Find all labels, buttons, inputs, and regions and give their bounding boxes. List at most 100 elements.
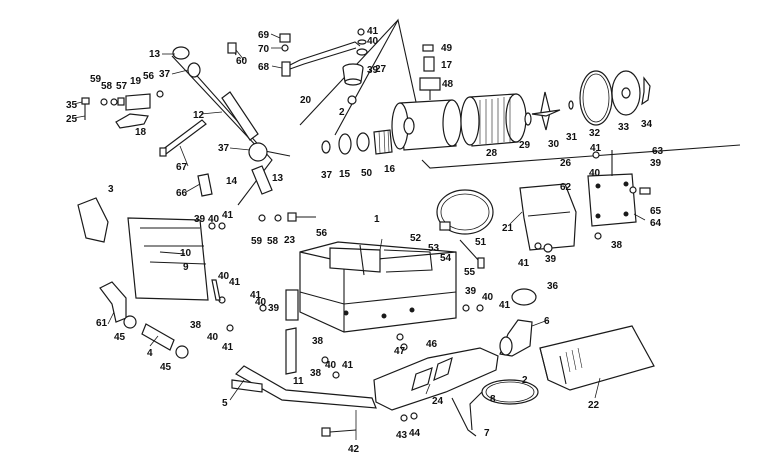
callout-22: 22 (588, 400, 600, 411)
callout-53: 53 (428, 243, 440, 254)
callout-45-second: 45 (160, 362, 172, 373)
callout-43: 43 (396, 430, 408, 441)
callout-31: 31 (566, 132, 578, 143)
callout-38-fourth: 38 (611, 240, 623, 251)
callout-38: 38 (312, 336, 324, 347)
callout-39-fourth: 39 (465, 286, 477, 297)
callout-55: 55 (464, 267, 476, 278)
bracket-18-parts (81, 90, 164, 129)
callout-39-sixth: 39 (650, 158, 662, 169)
callout-41-fifth: 41 (222, 342, 234, 353)
callout-50: 50 (361, 168, 373, 179)
callout-7: 7 (484, 428, 490, 439)
muffler-22 (539, 325, 655, 391)
callout-56: 56 (143, 71, 155, 82)
callout-21: 21 (502, 223, 514, 234)
filter-element-28 (460, 93, 527, 147)
callout-57: 57 (116, 81, 128, 92)
callout-40-eighth: 40 (589, 168, 601, 179)
callout-20: 20 (300, 95, 312, 106)
callout-11: 11 (293, 376, 304, 387)
callout-56-second: 56 (316, 228, 328, 239)
hose-clamp-51 (436, 189, 494, 235)
callout-51: 51 (475, 237, 487, 248)
callout-39-fifth: 39 (545, 254, 557, 265)
callout-39-third: 39 (268, 303, 280, 314)
rod-67 (161, 119, 207, 155)
callout-40-seventh: 40 (482, 292, 494, 303)
callout-41: 41 (367, 26, 379, 37)
callout-45: 45 (114, 332, 126, 343)
callout-68: 68 (258, 62, 270, 73)
callout-40-fourth: 40 (255, 297, 267, 308)
callout-39: 39 (367, 65, 379, 76)
callout-62: 62 (560, 182, 572, 193)
callout-40-sixth: 40 (325, 360, 337, 371)
callout-40-fifth: 40 (207, 332, 219, 343)
callout-18: 18 (135, 127, 147, 138)
callout-40-third: 40 (218, 271, 230, 282)
callout-2: 2 (339, 107, 345, 118)
callout-25: 25 (66, 114, 78, 125)
filler-cap-27 (342, 28, 368, 105)
callout-26: 26 (560, 158, 572, 169)
filter-cover-parts (524, 70, 651, 131)
air-filter-housing (391, 99, 462, 151)
callout-41-second: 41 (222, 210, 234, 221)
callout-41-third: 41 (229, 277, 241, 288)
callout-41-seventh: 41 (499, 300, 511, 311)
cover-3 (77, 197, 109, 243)
callout-9: 9 (183, 262, 189, 273)
callout-3: 3 (108, 184, 114, 195)
callout-67: 67 (176, 162, 188, 173)
callout-32: 32 (589, 128, 601, 139)
callout-41-fourth: 41 (250, 290, 262, 301)
callout-49: 49 (441, 43, 453, 54)
callout-64: 64 (650, 218, 662, 229)
callout-19: 19 (130, 76, 142, 87)
callout-38-third: 38 (190, 320, 202, 331)
callout-1: 1 (374, 214, 380, 225)
callout-58-second: 58 (267, 236, 279, 247)
callout-28: 28 (486, 148, 498, 159)
heater-bracket-9-10 (127, 217, 209, 301)
callout-34: 34 (641, 119, 653, 130)
callout-41-ninth: 41 (518, 258, 530, 269)
callout-59-second: 59 (251, 236, 263, 247)
heater-box-1 (285, 241, 457, 333)
callout-27: 27 (375, 64, 387, 75)
callout-52: 52 (410, 233, 422, 244)
pipe-parts-left (99, 279, 221, 359)
callout-58: 58 (101, 81, 113, 92)
callout-33: 33 (618, 122, 630, 133)
callout-14: 14 (226, 176, 238, 187)
callout-48: 48 (442, 79, 454, 90)
callout-29: 29 (519, 140, 531, 151)
bracket-11 (285, 327, 297, 375)
callout-47: 47 (394, 346, 406, 357)
callout-40: 40 (367, 36, 379, 47)
callout-13-second: 13 (272, 173, 284, 184)
callout-39-second: 39 (194, 214, 206, 225)
callout-70: 70 (258, 44, 270, 55)
callout-41-sixth: 41 (342, 360, 354, 371)
callout-63: 63 (652, 146, 664, 157)
callout-10: 10 (180, 248, 192, 259)
callout-16: 16 (384, 164, 396, 175)
callout-46: 46 (426, 339, 438, 350)
callout-37: 37 (159, 69, 171, 80)
callout-13: 13 (149, 49, 161, 60)
wire-8 (469, 379, 539, 431)
callout-60: 60 (236, 56, 248, 67)
callout-8: 8 (490, 394, 496, 405)
callout-37-second: 37 (218, 143, 230, 154)
callout-38-second: 38 (310, 368, 322, 379)
fasteners-center (208, 212, 484, 379)
callout-41-eighth: 41 (590, 143, 602, 154)
callout-5: 5 (222, 398, 228, 409)
callout-65: 65 (650, 206, 662, 217)
callout-30: 30 (548, 139, 560, 150)
callout-44: 44 (409, 428, 421, 439)
bracket-21-64 (519, 150, 651, 253)
